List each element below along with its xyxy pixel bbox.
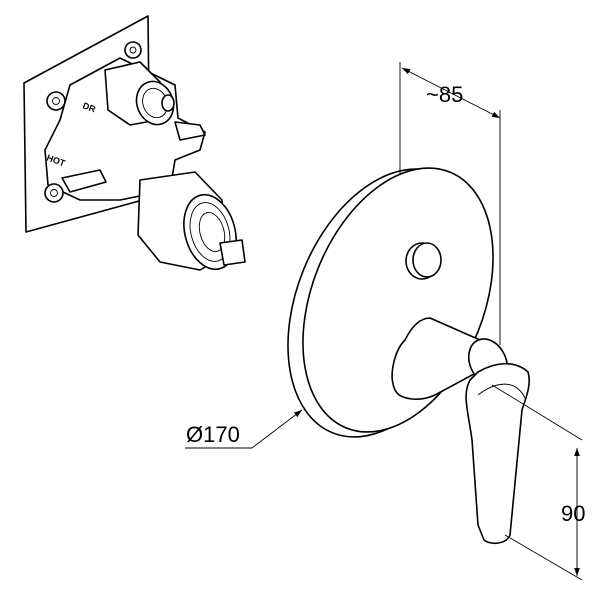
diverter-button [405,242,442,280]
lever-height-label: 90 [561,501,585,526]
diverter-marking: DR [81,100,97,114]
diameter-dimension: Ø170 [185,409,303,449]
concealed-valve-body: DR HOT [23,15,246,271]
depth-label: ~85 [426,82,463,107]
lever-height-dimension: 90 [491,384,585,581]
depth-dimension: ~85 [399,62,501,345]
diameter-label: Ø170 [186,422,240,447]
lever-handle [391,317,530,545]
